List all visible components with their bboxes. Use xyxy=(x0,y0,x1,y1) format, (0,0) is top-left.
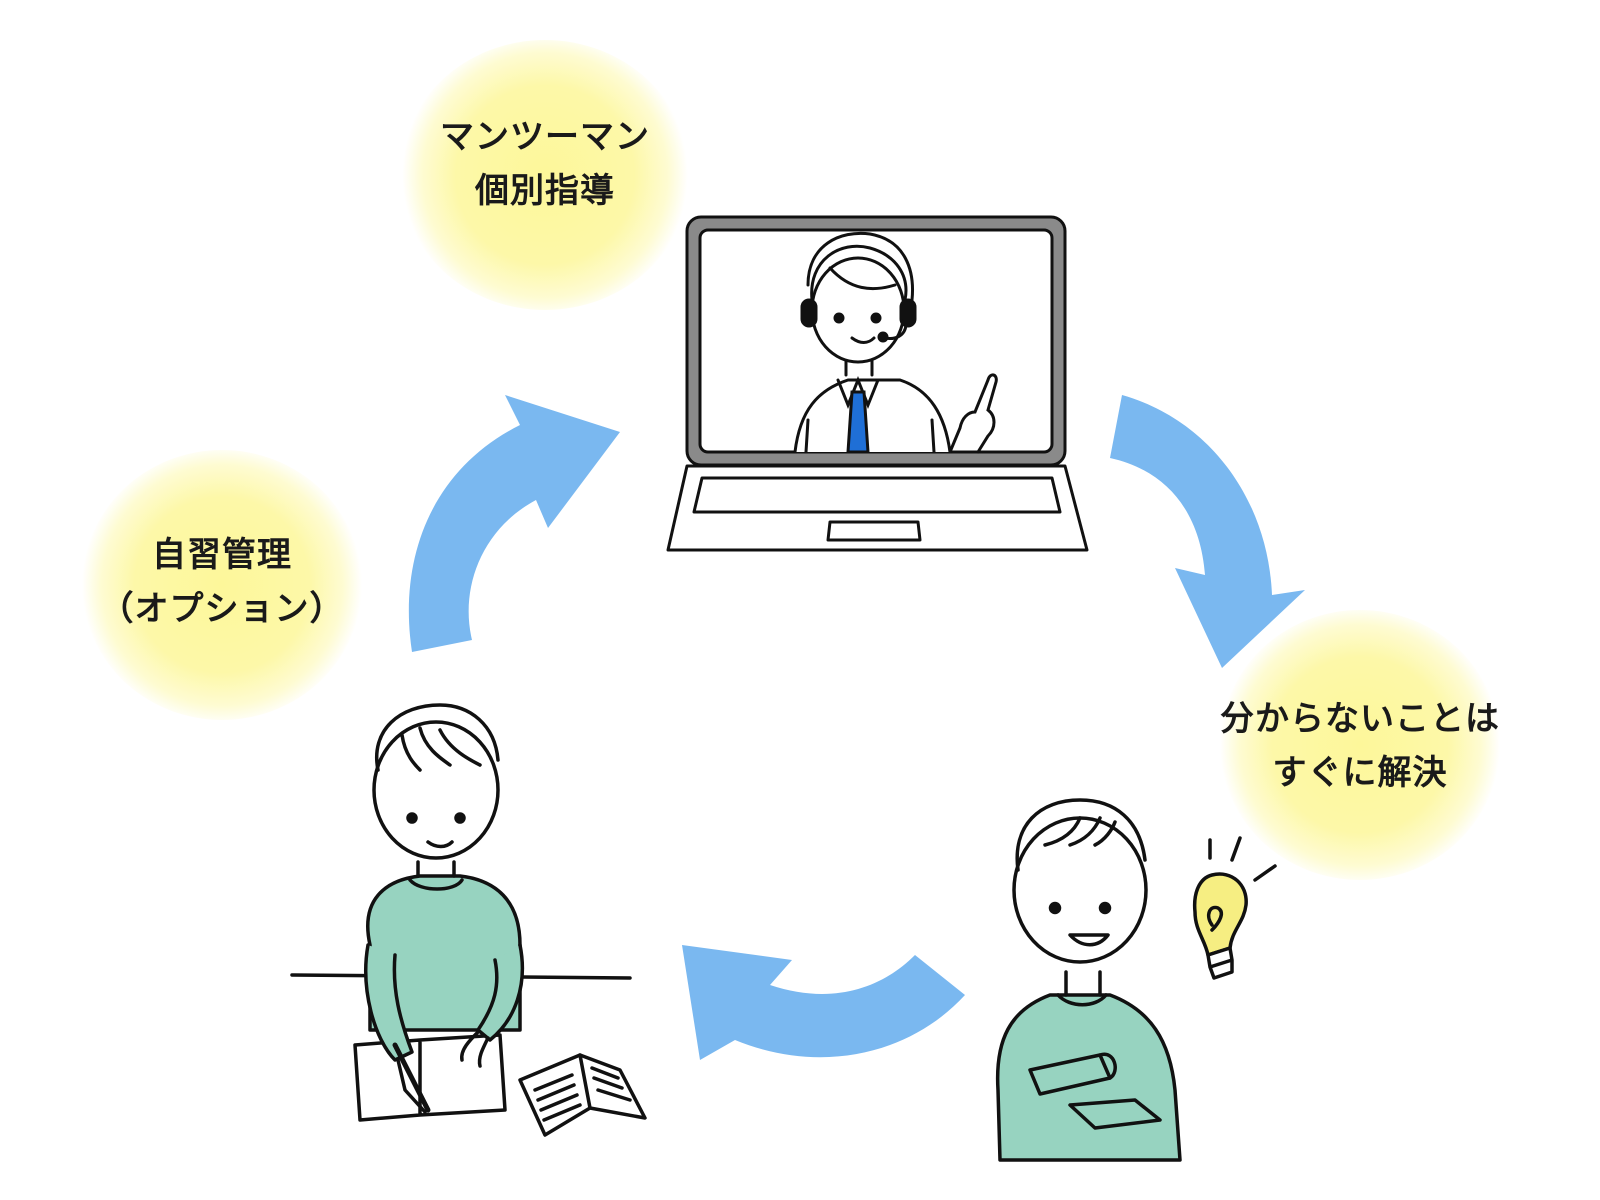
glow-tutoring xyxy=(400,40,690,310)
curved-arrow-icon xyxy=(408,395,1305,1060)
student-studying-icon xyxy=(290,703,647,1137)
label-tutoring-line2: 個別指導 xyxy=(475,171,615,211)
label-solve: 分からないことは すぐに解決 xyxy=(1190,692,1530,800)
glow-solve xyxy=(1220,610,1500,880)
label-solve-line1: 分からないことは xyxy=(1220,699,1500,739)
label-self-study-line1: 自習管理 xyxy=(152,535,292,575)
glow-self-study xyxy=(82,450,362,720)
label-tutoring-line1: マンツーマン xyxy=(440,117,650,157)
label-self-study-line2: （オプション） xyxy=(99,589,345,629)
label-tutoring: マンツーマン 個別指導 xyxy=(400,110,690,218)
label-self-study: 自習管理 （オプション） xyxy=(82,528,362,636)
arrow-to-solve xyxy=(1110,395,1305,668)
student-idea-icon xyxy=(995,798,1182,1162)
label-solve-line2: すぐに解決 xyxy=(1272,753,1448,793)
arrow-to-tutoring xyxy=(408,395,620,652)
lightbulb-icon xyxy=(1192,836,1277,980)
arrow-to-self-study xyxy=(682,945,965,1060)
teacher-with-headset-icon xyxy=(793,231,998,454)
